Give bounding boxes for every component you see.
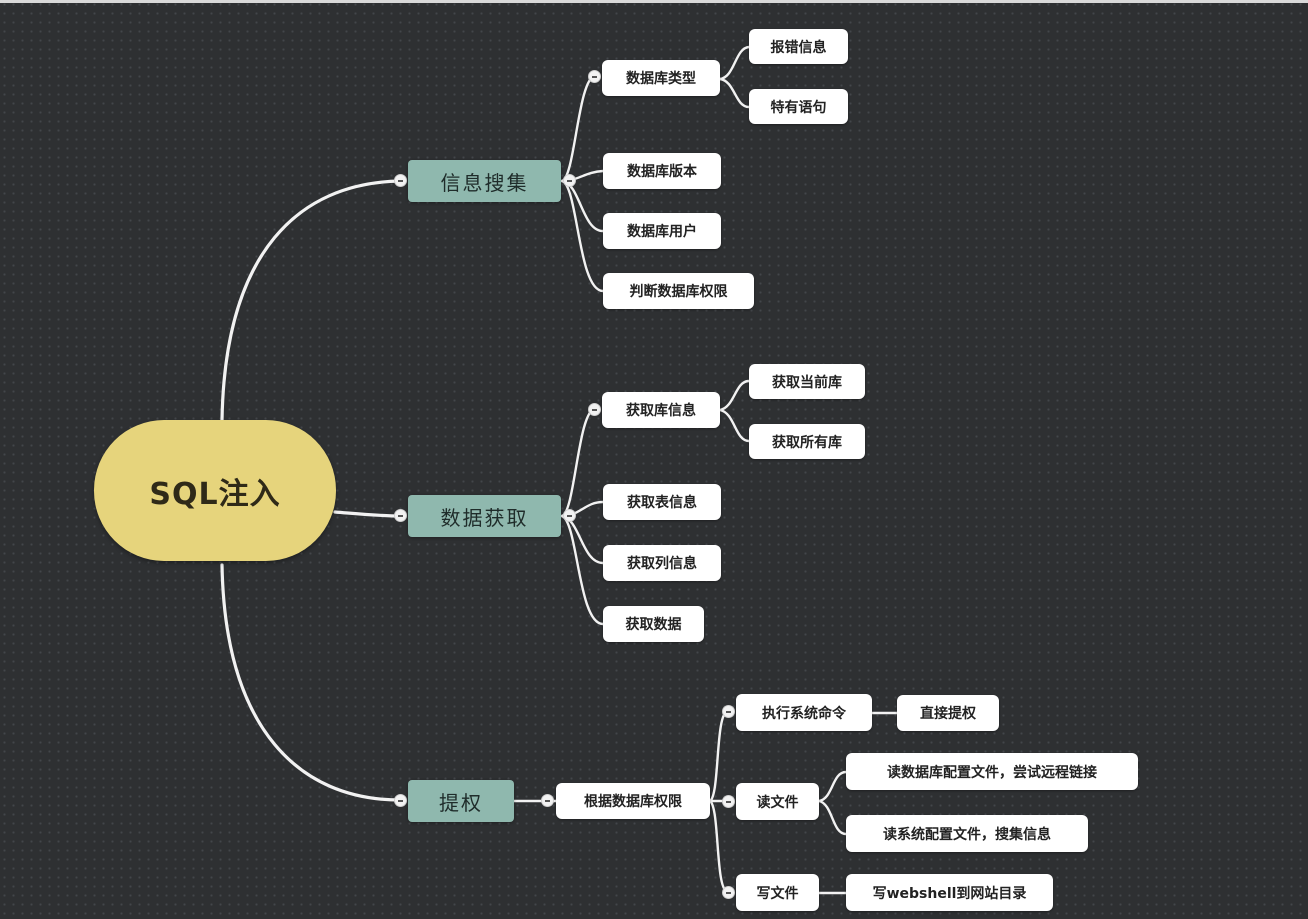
link-root-data [333,510,402,518]
node-read-db-config[interactable]: 读数据库配置文件，尝试远程链接 [846,753,1138,790]
link-byprivilege-write [708,799,730,894]
link-byprivilege-exec [708,709,730,803]
link-info-privilege [560,179,605,293]
collapse-toggle-data[interactable] [394,509,407,522]
root-node-sql-injection[interactable]: SQL注入 [94,420,336,561]
node-get-all-db[interactable]: 获取所有库 [749,424,865,459]
node-error-info[interactable]: 报错信息 [749,29,848,64]
node-by-db-privilege[interactable]: 根据数据库权限 [556,783,710,819]
link-dbinfo-all [718,408,751,443]
node-get-current-db[interactable]: 获取当前库 [749,364,865,399]
collapse-toggle-priv-children[interactable] [541,794,554,807]
node-read-system-config[interactable]: 读系统配置文件，搜集信息 [846,815,1088,852]
node-get-column-info[interactable]: 获取列信息 [603,545,721,581]
link-data-dbinfo [560,407,597,518]
node-get-db-info[interactable]: 获取库信息 [602,392,720,428]
node-write-file[interactable]: 写文件 [736,874,819,911]
branch-info-gathering[interactable]: 信息搜集 [408,160,561,202]
collapse-toggle-write-file[interactable] [722,886,735,899]
collapse-toggle-info[interactable] [394,174,407,187]
branch-data-retrieval[interactable]: 数据获取 [408,495,561,537]
link-root-info [220,179,402,422]
link-info-dbtype [560,74,597,183]
link-dbtype-special [718,77,751,109]
node-direct-escalation[interactable]: 直接提权 [897,695,999,731]
link-read-dbcfg [817,770,848,803]
collapse-toggle-db-info[interactable] [588,403,601,416]
link-dbinfo-current [718,379,751,412]
link-root-priv [220,563,402,802]
collapse-toggle-data-children[interactable] [563,509,576,522]
node-db-type[interactable]: 数据库类型 [602,60,720,96]
window-top-border [0,0,1308,3]
node-read-file[interactable]: 读文件 [736,783,819,820]
collapse-toggle-db-type[interactable] [588,70,601,83]
node-db-privilege-check[interactable]: 判断数据库权限 [603,273,754,309]
node-db-user[interactable]: 数据库用户 [603,213,721,249]
collapse-toggle-read-file[interactable] [722,795,735,808]
link-read-syscfg [817,799,848,836]
collapse-toggle-exec-cmd[interactable] [722,705,735,718]
branch-privilege-escalation[interactable]: 提权 [408,780,514,822]
collapse-toggle-info-children[interactable] [563,174,576,187]
node-db-version[interactable]: 数据库版本 [603,153,721,189]
node-exec-system-command[interactable]: 执行系统命令 [736,694,872,731]
collapse-toggle-priv[interactable] [394,794,407,807]
node-special-statement[interactable]: 特有语句 [749,89,848,124]
node-write-webshell[interactable]: 写webshell到网站目录 [846,874,1053,911]
link-data-getdata [560,514,605,626]
link-dbtype-error [718,45,751,81]
node-get-table-info[interactable]: 获取表信息 [603,484,721,520]
node-get-data[interactable]: 获取数据 [603,606,704,642]
